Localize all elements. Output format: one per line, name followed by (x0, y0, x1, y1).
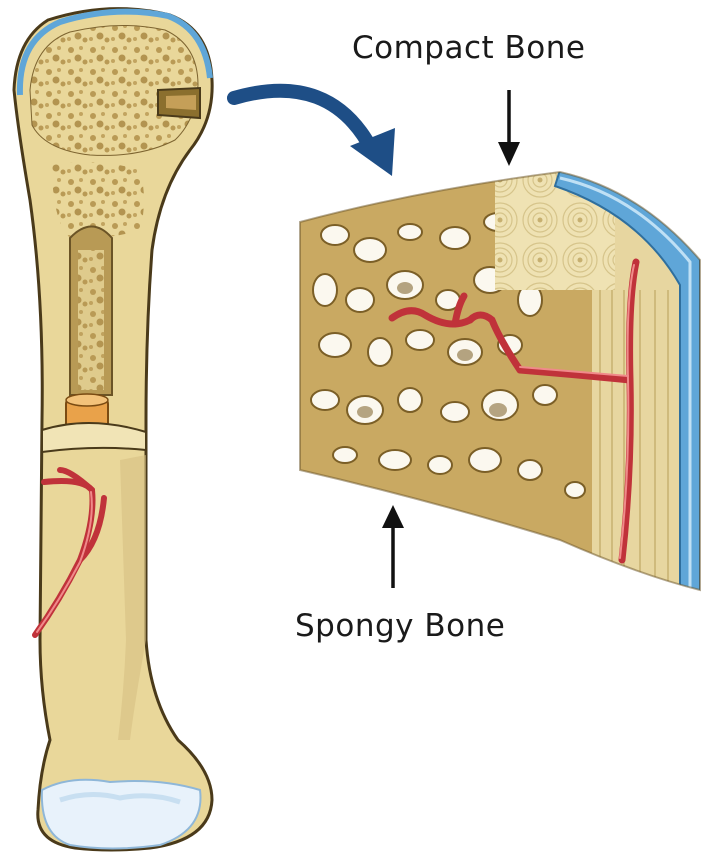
blood-vessel (388, 258, 640, 564)
long-bone (12, 7, 214, 852)
compact-bone-region (495, 172, 700, 590)
curved-arrow-icon (227, 83, 395, 176)
enlarged-bone-block (299, 170, 701, 592)
compact-bone-label: Compact Bone (352, 30, 586, 66)
metaphysis-spongy (52, 162, 144, 239)
spongy-bone-label: Spongy Bone (295, 608, 506, 644)
diaphysis-cut-surface (41, 421, 147, 454)
periosteum-cap (16, 8, 213, 96)
arrow-down-icon (498, 90, 520, 166)
arrow-up-icon (382, 505, 404, 588)
articular-cartilage (40, 778, 202, 850)
epiphysis-spongy (29, 25, 199, 156)
